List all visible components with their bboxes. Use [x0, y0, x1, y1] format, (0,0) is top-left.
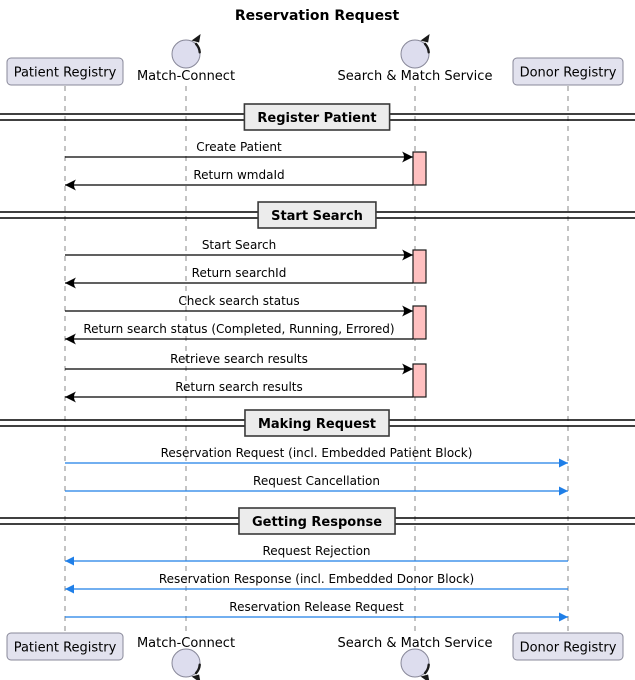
- participant-box[interactable]: [512, 57, 624, 86]
- message-label: Request Rejection: [262, 544, 370, 558]
- participant-label: Match-Connect: [137, 636, 235, 651]
- message-arrowhead: [65, 277, 76, 289]
- participant-box[interactable]: [6, 632, 124, 661]
- participant-search-match-service-footer[interactable]: Search & Match Service: [338, 636, 493, 680]
- control-circle-icon: [400, 648, 430, 678]
- message-create-patient[interactable]: Create Patient: [65, 140, 413, 163]
- participant-label: Patient Registry: [14, 641, 117, 656]
- participant-patient-registry-footer[interactable]: Patient Registry: [6, 632, 124, 661]
- control-circle-icon: [400, 39, 430, 69]
- group-separator-start-search: Start Search: [0, 201, 635, 229]
- message-label: Reservation Release Request: [229, 600, 404, 614]
- group-label: Getting Response: [252, 515, 382, 530]
- message-label: Start Search: [202, 238, 276, 252]
- participant-donor-registry-footer[interactable]: Donor Registry: [512, 632, 624, 661]
- message-arrowhead: [402, 249, 413, 261]
- control-arrowhead-icon: [420, 34, 430, 43]
- control-arrowhead-icon: [191, 674, 201, 680]
- message-label: Return search status (Completed, Running…: [83, 322, 394, 336]
- page-title: Reservation Request: [235, 8, 400, 24]
- participant-search-match-service-header[interactable]: Search & Match Service: [338, 34, 493, 84]
- control-arc-icon: [423, 42, 430, 54]
- message-request-cancellation[interactable]: Request Cancellation: [65, 474, 568, 496]
- message-return-searchid[interactable]: Return searchId: [65, 266, 413, 289]
- group-separator-register-patient: Register Patient: [0, 103, 635, 131]
- message-arrowhead: [65, 333, 76, 345]
- control-arc-icon: [423, 663, 430, 675]
- message-label: Reservation Request (incl. Embedded Pati…: [161, 446, 473, 460]
- participant-box[interactable]: [512, 632, 624, 661]
- control-circle-icon: [171, 648, 201, 678]
- message-label: Reservation Response (incl. Embedded Don…: [159, 572, 474, 586]
- message-retrieve-search-results[interactable]: Retrieve search results: [65, 352, 413, 375]
- message-return-wmdaid[interactable]: Return wmdaId: [65, 168, 413, 191]
- message-arrowhead: [65, 584, 74, 594]
- message-reservation-response[interactable]: Reservation Response (incl. Embedded Don…: [65, 572, 568, 594]
- group-label-box: [238, 507, 396, 535]
- message-arrowhead: [559, 486, 568, 496]
- participant-label: Search & Match Service: [338, 69, 493, 84]
- activation-start-search: [412, 249, 427, 284]
- participant-label: Patient Registry: [14, 66, 117, 81]
- message-return-search-status[interactable]: Return search status (Completed, Running…: [65, 322, 413, 345]
- message-return-search-results[interactable]: Return search results: [65, 380, 413, 403]
- message-check-search-status[interactable]: Check search status: [65, 294, 413, 317]
- message-label: Retrieve search results: [170, 352, 308, 366]
- message-request-rejection[interactable]: Request Rejection: [65, 544, 568, 566]
- activation-retrieve-results: [412, 363, 427, 398]
- group-label: Start Search: [271, 209, 363, 224]
- message-label: Return wmdaId: [193, 168, 284, 182]
- activation-register: [412, 151, 427, 186]
- participant-match-connect-header[interactable]: Match-Connect: [137, 34, 235, 84]
- message-label: Check search status: [178, 294, 299, 308]
- participant-box[interactable]: [6, 57, 124, 86]
- control-arrowhead-icon: [191, 34, 201, 43]
- participant-match-connect-footer[interactable]: Match-Connect: [137, 636, 235, 680]
- control-arc-icon: [194, 42, 201, 54]
- participant-patient-registry-header[interactable]: Patient Registry: [6, 57, 124, 86]
- message-arrowhead: [65, 391, 76, 403]
- participant-label: Search & Match Service: [338, 636, 493, 651]
- participant-label: Donor Registry: [520, 641, 617, 656]
- message-label: Create Patient: [196, 140, 282, 154]
- activation-bars-layer: [412, 151, 427, 398]
- message-arrowhead: [65, 556, 74, 566]
- control-arrowhead-icon: [420, 674, 430, 680]
- message-label: Return searchId: [192, 266, 287, 280]
- message-start-search-msg[interactable]: Start Search: [65, 238, 413, 261]
- participant-donor-registry-header[interactable]: Donor Registry: [512, 57, 624, 86]
- actor-icon-match-connect: [171, 648, 201, 680]
- message-arrowhead: [65, 179, 76, 191]
- control-circle-icon: [171, 39, 201, 69]
- group-label: Register Patient: [257, 111, 376, 126]
- activation-check-status: [412, 305, 427, 340]
- message-label: Return search results: [175, 380, 303, 394]
- actor-icon-match-connect: [171, 34, 201, 69]
- control-arc-icon: [194, 663, 201, 675]
- message-arrowhead: [559, 458, 568, 468]
- group-label-box: [243, 103, 391, 131]
- message-arrowhead: [559, 612, 568, 622]
- participant-label: Donor Registry: [520, 66, 617, 81]
- actor-icon-search-match-service: [400, 34, 430, 69]
- group-label-box: [257, 201, 377, 229]
- group-label-box: [244, 409, 390, 437]
- group-label: Making Request: [258, 417, 376, 432]
- message-arrowhead: [402, 305, 413, 317]
- actor-icon-search-match-service: [400, 648, 430, 680]
- message-arrowhead: [402, 363, 413, 375]
- message-label: Request Cancellation: [253, 474, 380, 488]
- participant-label: Match-Connect: [137, 69, 235, 84]
- message-arrowhead: [402, 151, 413, 163]
- message-reservation-request[interactable]: Reservation Request (incl. Embedded Pati…: [65, 446, 568, 468]
- group-separator-making-request: Making Request: [0, 409, 635, 437]
- message-reservation-release[interactable]: Reservation Release Request: [65, 600, 568, 622]
- group-separator-getting-response: Getting Response: [0, 507, 635, 535]
